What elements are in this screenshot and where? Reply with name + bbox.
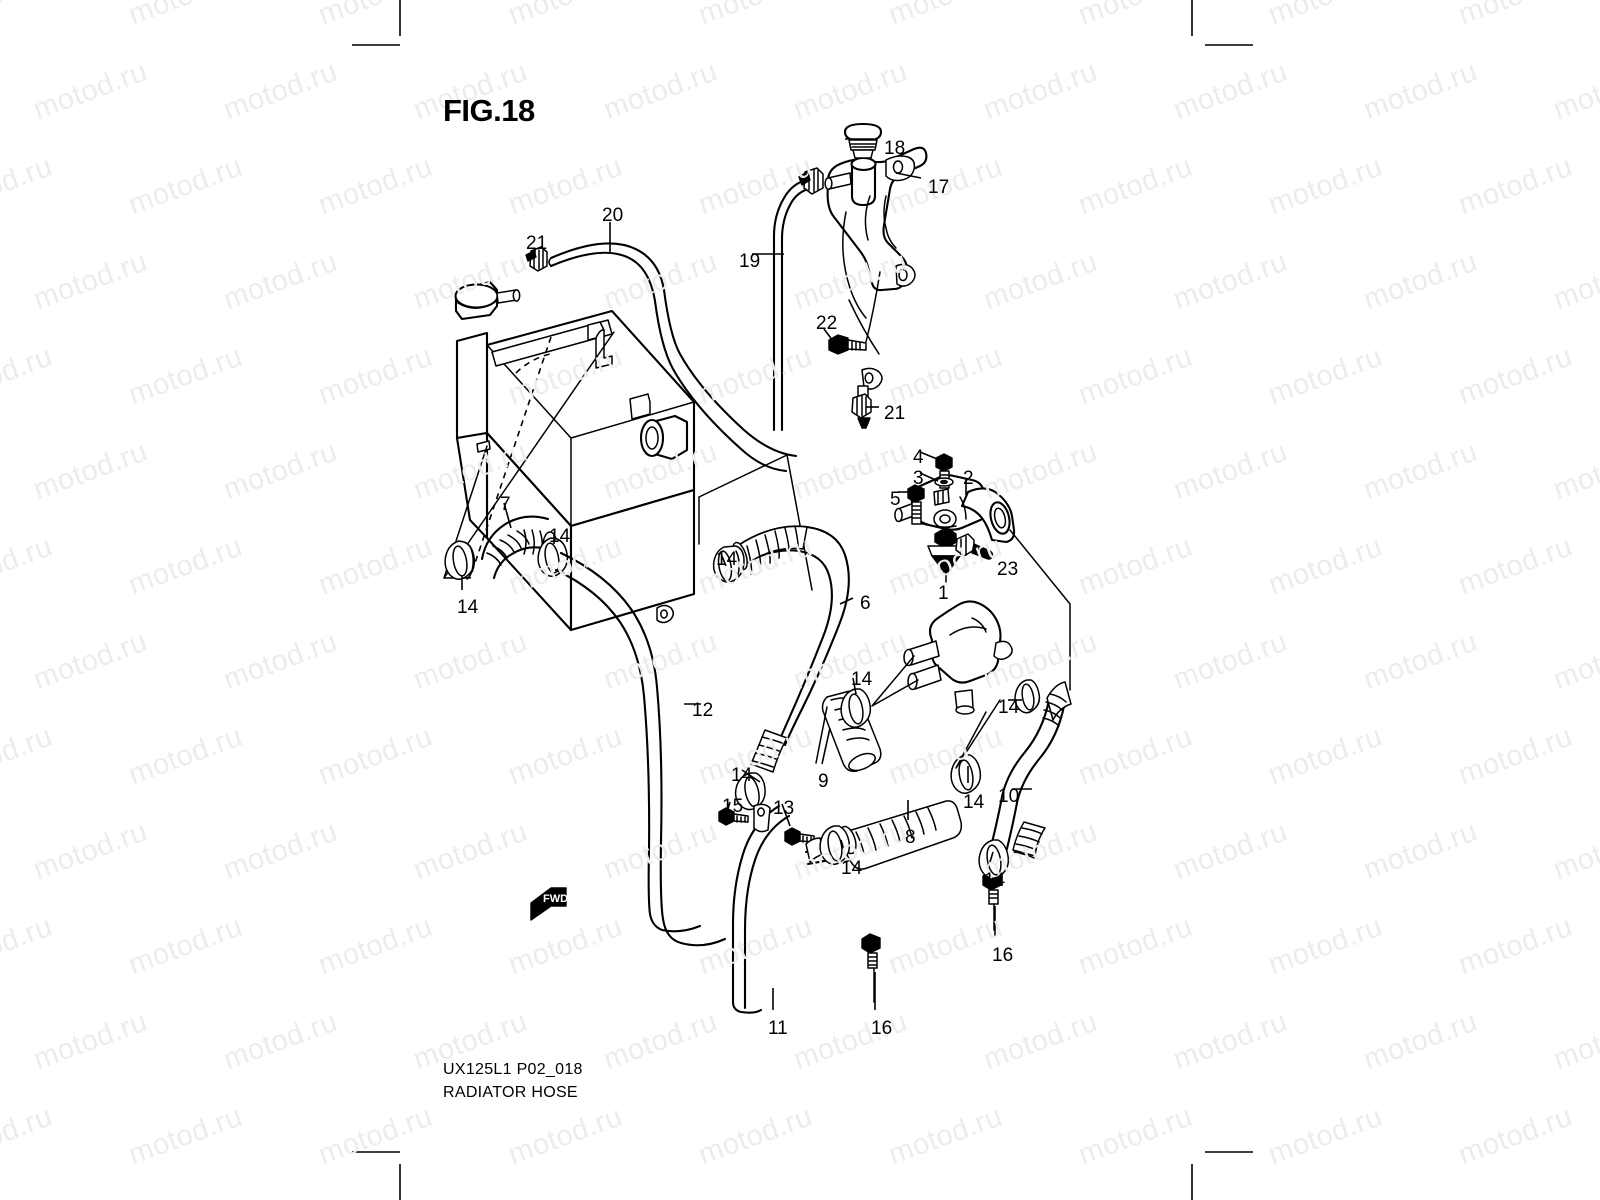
water-temp-sensor-23 [955, 533, 994, 560]
callout-number-16: 16 [992, 945, 1014, 966]
clamp-reservoir-inlet [798, 167, 824, 195]
figure-title: FIG.18 [443, 93, 535, 128]
bolt-16-lower [861, 933, 881, 1003]
clamp-14-hose6-bottom [734, 772, 766, 811]
hose-6 [732, 525, 850, 773]
fwd-label: FWD [543, 893, 569, 905]
callout-number-16: 16 [871, 1018, 893, 1039]
callout-number-12: 12 [692, 700, 714, 721]
caption-block: UX125L1 P02_018 RADIATOR HOSE [443, 1058, 583, 1104]
clamp-14-hose7-right [537, 537, 569, 577]
callout-number-21: 21 [526, 233, 548, 254]
clamp-14-hose10-bottom [978, 839, 1010, 879]
reservoir-cap-18 [843, 122, 883, 159]
clamp-14-hose6-top [712, 545, 745, 584]
reservoir-tank-17 [824, 146, 928, 405]
clamp-14-hose8-right [950, 754, 982, 794]
clamp-14-hose8-left [819, 825, 851, 865]
bolt-13 [784, 827, 815, 846]
crop-marks [352, 0, 1253, 1200]
callout-number-2: 2 [963, 468, 974, 489]
callout-number-17: 17 [928, 177, 950, 198]
callout-number-21: 21 [884, 403, 906, 424]
clamp-14-hose10-top [1014, 679, 1041, 714]
callout-number-10: 10 [998, 786, 1020, 807]
hose-10 [987, 681, 1072, 862]
callout-number-7: 7 [500, 494, 511, 515]
callout-number-14: 14 [984, 870, 1006, 891]
fwd-direction-arrow [530, 887, 567, 921]
callout-number-11: 11 [768, 1018, 788, 1039]
hose-6-ribbed-end-2 [750, 729, 788, 773]
callout-number-1: 1 [938, 583, 949, 604]
bolt-22 [828, 334, 867, 355]
callout-number-22: 22 [816, 313, 838, 334]
assembly-connector-lines [871, 529, 1071, 769]
bolt-15 [718, 807, 749, 826]
hose-20-overflow [548, 242, 798, 473]
pipe-12 [554, 551, 727, 947]
pipe-11 [731, 804, 791, 1014]
section-name: RADIATOR HOSE [443, 1084, 578, 1101]
callout-number-8: 8 [905, 827, 916, 848]
callout-number-14: 14 [998, 697, 1020, 718]
callout-number-3: 3 [913, 468, 924, 489]
callout-number-14: 14 [851, 669, 873, 690]
callout-number-9: 9 [818, 771, 829, 792]
callout-number-20: 20 [602, 205, 624, 226]
assembly-guide-lines [443, 331, 813, 591]
callout-number-14: 14 [841, 858, 863, 879]
clamp-14-hose7-left [444, 540, 476, 580]
bracket-near-15 [753, 803, 771, 833]
callout-number-5: 5 [890, 489, 901, 510]
callout-number-23: 23 [997, 559, 1019, 580]
callout-number-14: 14 [549, 526, 571, 547]
callout-number-14: 14 [731, 765, 753, 786]
callout-number-19: 19 [739, 251, 761, 272]
callout-number-18: 18 [884, 138, 906, 159]
water-pump-cover [903, 600, 1013, 715]
callout-number-14: 14 [963, 792, 985, 813]
clamp-14-hose9 [840, 688, 872, 728]
bolt-5 [907, 484, 925, 525]
hose-19-reservoir [772, 178, 810, 432]
callout-number-14: 14 [716, 549, 738, 570]
part-code: UX125L1 P02_018 [443, 1061, 583, 1078]
callout-number-13: 13 [773, 798, 795, 819]
washer-3 [934, 477, 954, 487]
callout-number-6: 6 [860, 593, 871, 614]
clamp-21-bottom [851, 393, 872, 429]
callout-number-14: 14 [457, 597, 479, 618]
callout-number-4: 4 [913, 447, 924, 468]
callout-number-15: 15 [722, 796, 744, 817]
callout-leader-lines [461, 138, 1032, 1010]
radiator-body [454, 280, 696, 632]
